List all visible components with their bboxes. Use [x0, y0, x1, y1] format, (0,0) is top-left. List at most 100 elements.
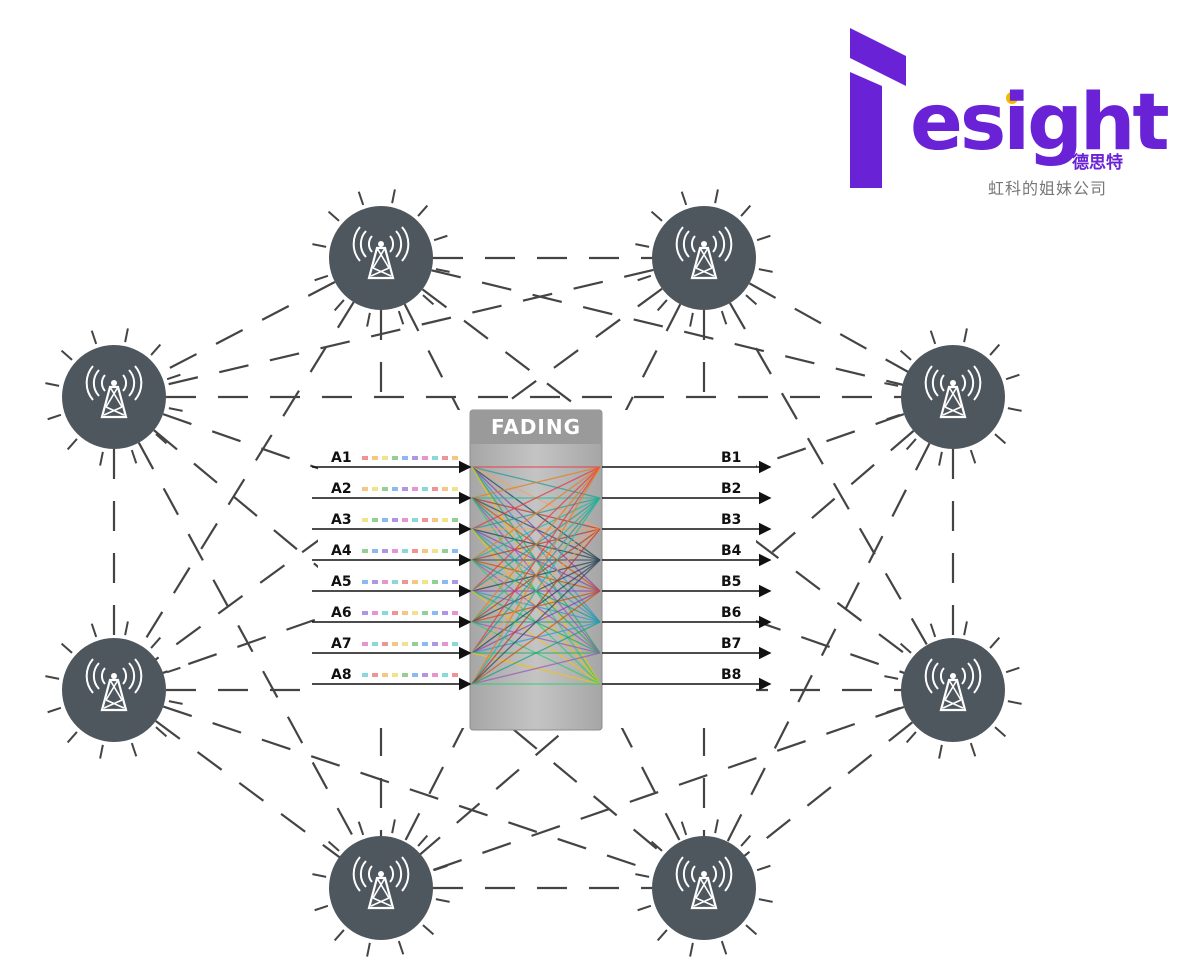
input-signal-dot — [452, 642, 458, 646]
node-ray — [66, 438, 78, 451]
node-ray — [124, 621, 129, 636]
node-ray — [150, 343, 162, 356]
input-signal-dot — [372, 611, 378, 615]
crossconnect-line — [471, 466, 601, 592]
node-ray — [963, 621, 968, 636]
logo-wordmark: esight — [910, 78, 1170, 168]
node-ray — [969, 742, 977, 757]
node-ray — [357, 191, 365, 206]
node-ray — [422, 294, 435, 306]
input-signal-dot — [362, 549, 368, 553]
input-signal-dot — [442, 487, 448, 491]
node-ray — [314, 274, 329, 282]
node-ray — [740, 834, 752, 847]
crossconnect-line — [471, 621, 601, 685]
output-label: B3 — [721, 512, 741, 528]
input-signal-dot — [412, 549, 418, 553]
input-signal-dot — [362, 487, 368, 491]
input-signal-dot — [412, 456, 418, 460]
node-ray — [1005, 373, 1020, 381]
input-signal-dot — [422, 487, 428, 491]
output-label: B5 — [721, 574, 741, 590]
node-ray — [155, 726, 168, 738]
node-ray — [366, 942, 371, 957]
crossconnect-line — [471, 497, 601, 685]
node-ray — [745, 294, 758, 306]
input-signal-dot — [392, 580, 398, 584]
input-label: A2 — [331, 481, 352, 497]
input-signal-dot — [382, 611, 388, 615]
node-ray — [899, 642, 912, 654]
input-signal-dot — [392, 611, 398, 615]
input-signal-dot — [422, 549, 428, 553]
mesh-link — [380, 257, 954, 691]
tower-node-circle — [901, 345, 1005, 449]
input-signal-dot — [442, 642, 448, 646]
node-ray — [740, 204, 752, 217]
node-ray — [989, 636, 1001, 649]
input-signal-dot — [412, 487, 418, 491]
node-ray — [637, 904, 652, 912]
logo-subtitle: 德思特 — [1072, 153, 1123, 173]
node-ray — [433, 864, 448, 872]
input-signal-dot — [382, 580, 388, 584]
input-signal-dot — [432, 673, 438, 677]
node-ray — [714, 189, 719, 204]
node-ray — [422, 924, 435, 936]
input-signal-dot — [402, 518, 408, 522]
node-ray — [397, 940, 405, 955]
node-ray — [47, 706, 62, 714]
node-ray — [166, 666, 181, 674]
node-ray — [756, 864, 771, 872]
input-signal-dot — [392, 549, 398, 553]
fading-header — [470, 410, 602, 444]
input-signal-dot — [432, 487, 438, 491]
input-signal-dot — [412, 642, 418, 646]
node-ray — [433, 234, 448, 242]
output-label: B1 — [721, 450, 741, 466]
node-ray — [650, 840, 663, 852]
node-ray — [391, 819, 396, 834]
input-signal-dot — [422, 642, 428, 646]
tower-node — [329, 836, 433, 940]
node-ray — [391, 189, 396, 204]
node-ray — [756, 234, 771, 242]
input-label: A3 — [331, 512, 352, 528]
input-signal-dot — [452, 456, 458, 460]
tower-node-circle — [329, 836, 433, 940]
node-ray — [60, 642, 73, 654]
input-signal-dot — [412, 673, 418, 677]
node-ray — [650, 210, 663, 222]
logo-mark-icon — [850, 28, 1018, 188]
input-signal-dot — [382, 549, 388, 553]
crossconnect-line — [471, 590, 601, 685]
input-signal-dot — [392, 456, 398, 460]
node-ray — [1007, 407, 1022, 412]
input-signal-dot — [402, 487, 408, 491]
node-ray — [45, 382, 60, 387]
node-ray — [938, 451, 943, 466]
node-ray — [720, 940, 728, 955]
input-signal-dot — [382, 456, 388, 460]
crossconnect-line — [471, 466, 601, 654]
node-ray — [758, 268, 773, 273]
node-ray — [720, 310, 728, 325]
node-ray — [45, 675, 60, 680]
node-ray — [1005, 666, 1020, 674]
input-signal-dot — [442, 611, 448, 615]
input-signal-dot — [422, 673, 428, 677]
crossconnect-line — [471, 652, 601, 685]
input-signal-dot — [402, 611, 408, 615]
tesight-logo: esight 德思特 虹科的姐妹公司 — [840, 20, 1170, 210]
node-ray — [994, 433, 1007, 445]
input-signal-dot — [372, 673, 378, 677]
node-ray — [758, 898, 773, 903]
mesh-link — [380, 257, 705, 889]
node-ray — [417, 204, 429, 217]
node-ray — [60, 349, 73, 361]
crossconnect-line — [471, 466, 601, 499]
node-ray — [969, 449, 977, 464]
tower-node-circle — [329, 206, 433, 310]
input-signal-dot — [372, 642, 378, 646]
fading-crossconnect-lines — [471, 466, 601, 685]
